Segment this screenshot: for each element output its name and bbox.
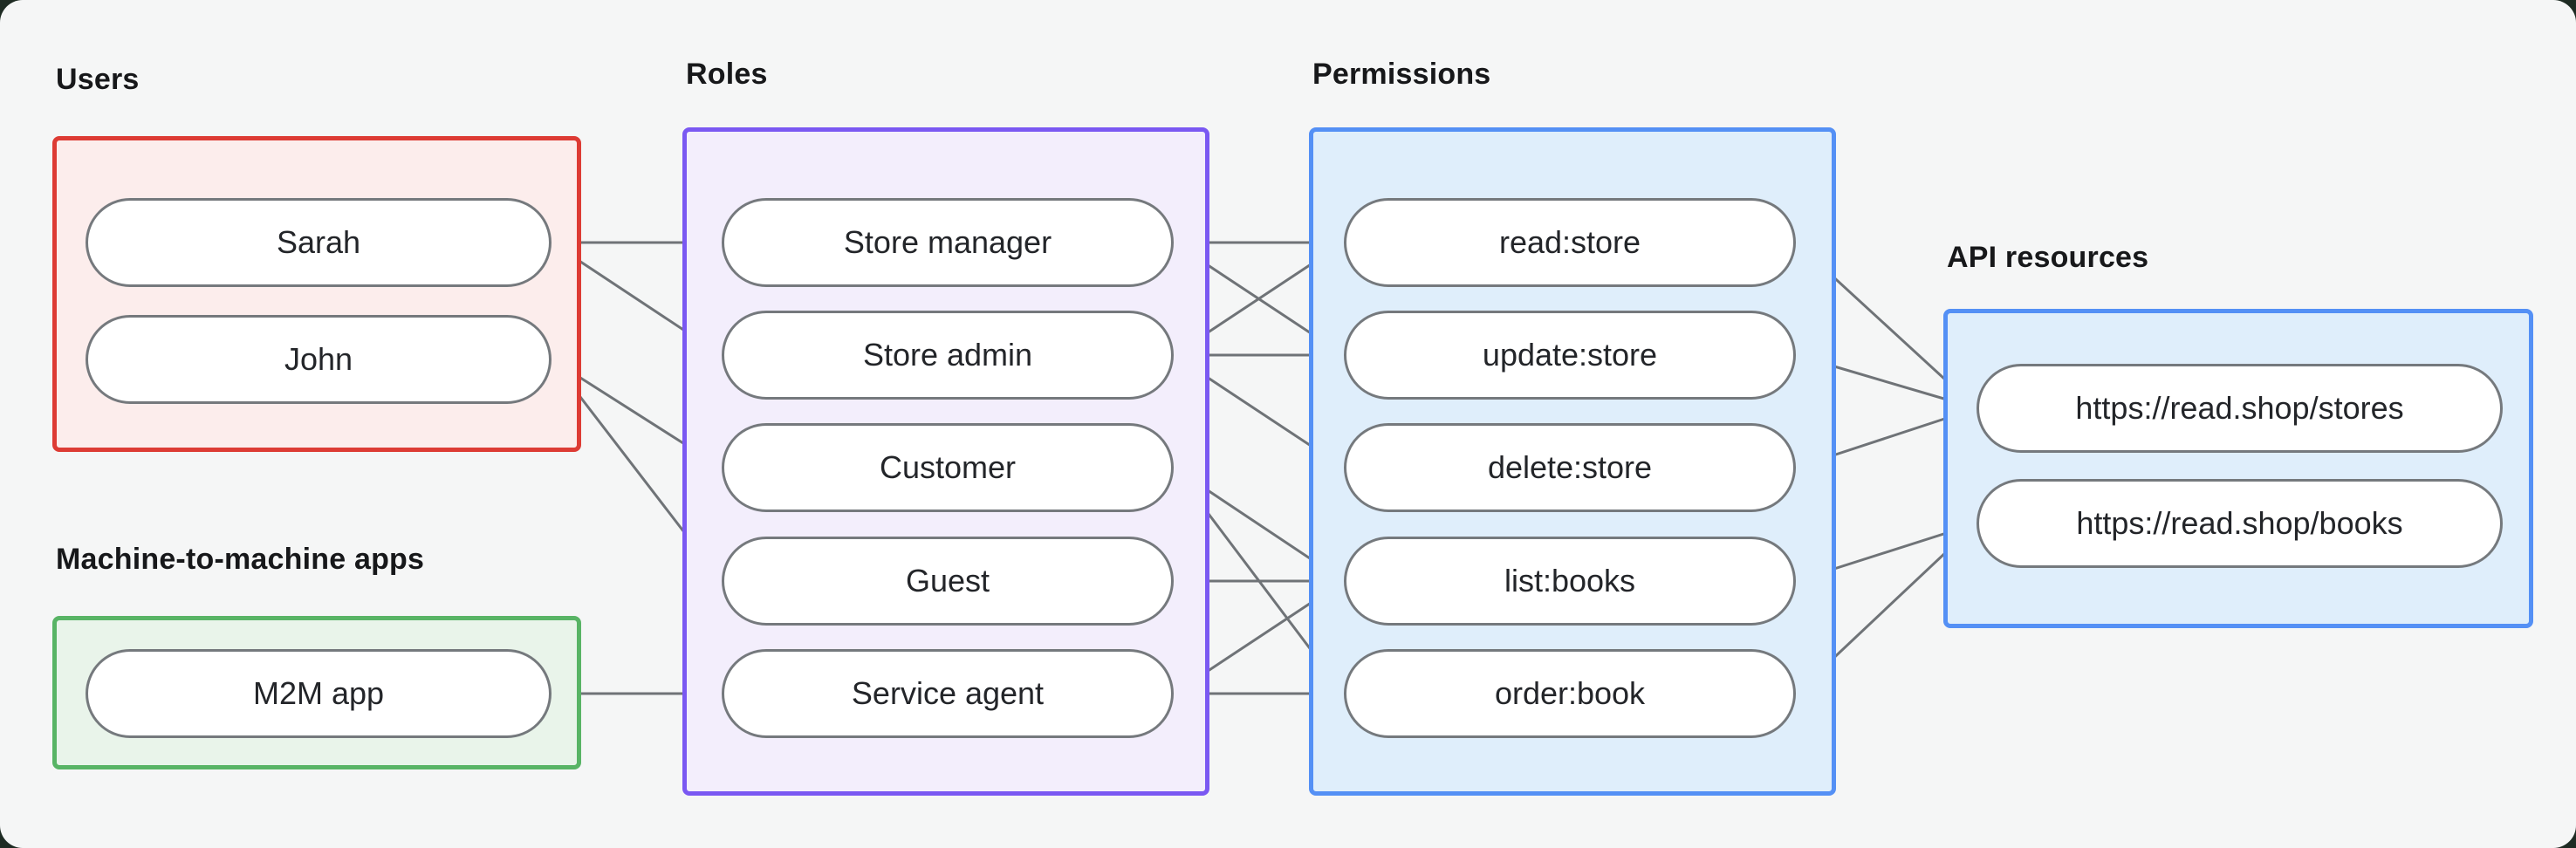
node-permission-update-store: update:store xyxy=(1344,311,1796,400)
node-user-sarah: Sarah xyxy=(86,198,552,287)
node-api-resource-books: https://read.shop/books xyxy=(1977,479,2503,568)
node-permission-order-book: order:book xyxy=(1344,649,1796,738)
node-role-store-manager: Store manager xyxy=(722,198,1174,287)
node-role-store-admin: Store admin xyxy=(722,311,1174,400)
node-permission-delete-store: delete:store xyxy=(1344,423,1796,512)
node-api-resource-stores: https://read.shop/stores xyxy=(1977,364,2503,453)
node-permission-list-books: list:books xyxy=(1344,537,1796,626)
node-user-john: John xyxy=(86,315,552,404)
m2m-group-label: Machine-to-machine apps xyxy=(56,543,425,576)
node-role-service-agent: Service agent xyxy=(722,649,1174,738)
permissions-group-label: Permissions xyxy=(1312,58,1491,91)
node-m2m-app: M2M app xyxy=(86,649,552,738)
node-permission-read-store: read:store xyxy=(1344,198,1796,287)
api-resources-group-label: API resources xyxy=(1947,241,2149,274)
node-role-customer: Customer xyxy=(722,423,1174,512)
users-group-box xyxy=(52,136,581,452)
api-resources-group-box xyxy=(1943,309,2533,628)
node-role-guest: Guest xyxy=(722,537,1174,626)
users-group-label: Users xyxy=(56,63,140,96)
roles-group-label: Roles xyxy=(686,58,768,91)
